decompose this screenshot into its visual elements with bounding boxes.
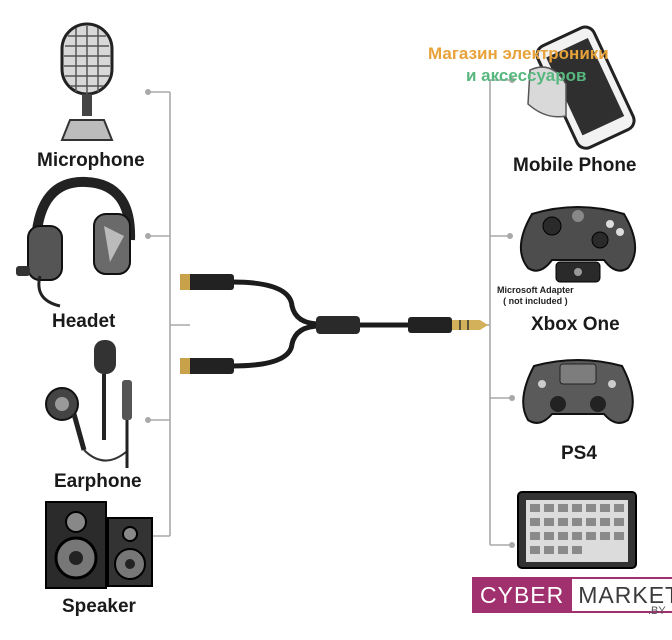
headset-icon xyxy=(16,176,136,308)
right-label-ps4: PS4 xyxy=(561,443,597,464)
right-label-xbox-one: Xbox One xyxy=(531,314,620,335)
left-label-headset: Headet xyxy=(52,311,116,332)
microphone-icon xyxy=(60,22,114,141)
xbox-controller-icon xyxy=(520,206,636,283)
shop-watermark-line2: и аксессуаров xyxy=(466,66,587,85)
brand-cyber: CYBER xyxy=(472,577,573,613)
left-label-earphone: Earphone xyxy=(54,471,142,492)
adapter-note-line1: Microsoft Adapter xyxy=(497,285,574,295)
right-bracket xyxy=(478,79,512,546)
adapter-note-line2: ( not included ) xyxy=(503,296,568,306)
adapter-note: Microsoft Adapter ( not included ) xyxy=(497,285,574,307)
brand-market: MARKET xyxy=(572,577,672,613)
right-bracket-dots xyxy=(507,77,515,548)
earphone-icon xyxy=(45,340,132,468)
shop-watermark-line1: Магазин электроники xyxy=(428,44,609,63)
mobile-phone-icon xyxy=(527,25,636,150)
right-label-mobile-phone: Mobile Phone xyxy=(513,155,637,176)
laptop-icon xyxy=(517,491,637,569)
left-label-microphone: Microphone xyxy=(37,150,145,171)
splitter-cable-icon xyxy=(180,274,488,374)
brand-suffix: .BY xyxy=(648,605,666,617)
left-label-speaker: Speaker xyxy=(62,596,136,617)
brand-logo: CYBER MARKET xyxy=(472,577,672,613)
speaker-icon xyxy=(45,501,153,589)
ps4-controller-icon xyxy=(522,359,634,424)
left-bracket-dots xyxy=(145,89,151,539)
left-bracket xyxy=(148,91,190,537)
